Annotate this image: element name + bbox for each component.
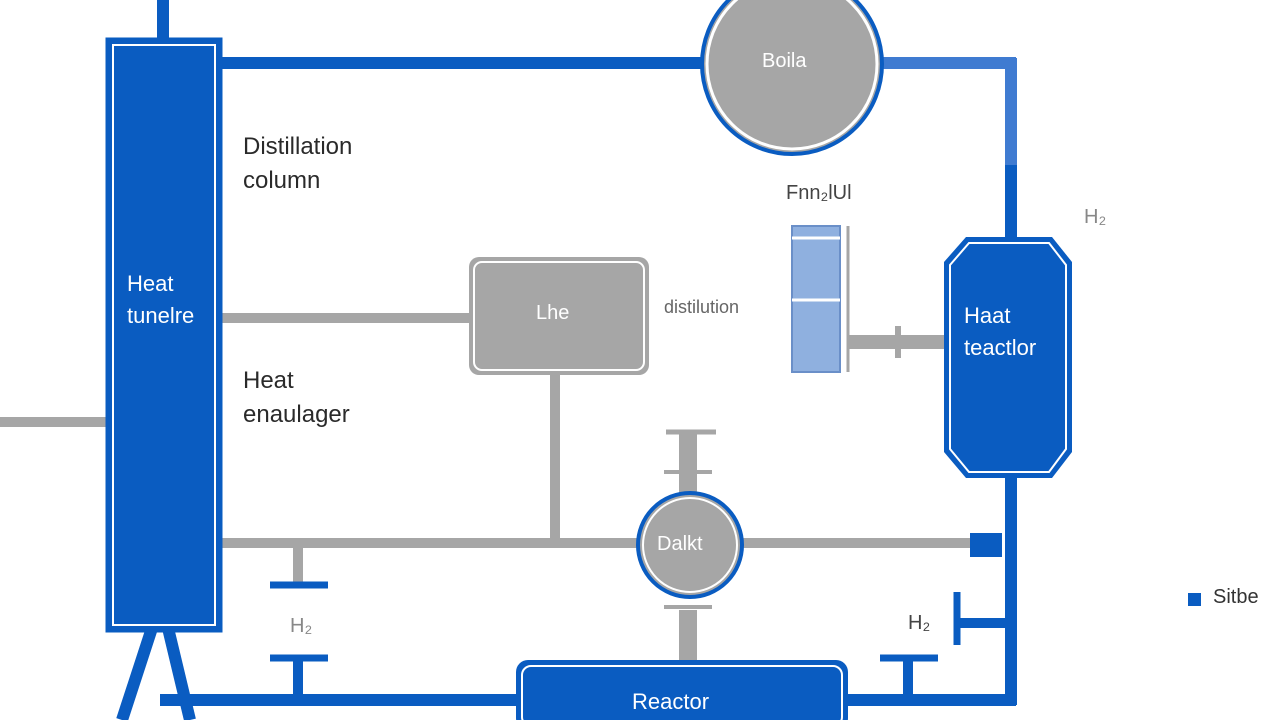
tank-top-label: Fnn₂lUl xyxy=(786,182,852,204)
distillation-column-label-line2: column xyxy=(243,167,321,194)
distillation-column-label: Distillation column xyxy=(243,130,352,198)
heat-exchanger-label: Heat enaulager xyxy=(243,364,350,432)
legend-swatch xyxy=(1188,593,1201,606)
right-reactor-label: Haat teactlor xyxy=(964,300,1036,364)
legend-label: Sitbe xyxy=(1213,586,1259,608)
bottom-reactor-inner-border xyxy=(521,665,843,720)
distillation-column xyxy=(105,37,223,633)
distillation-column-label-line1: Distillation xyxy=(243,133,353,160)
column-inner-label-line2: tunelre xyxy=(127,303,195,328)
pump-label: Dalkt xyxy=(657,533,703,555)
heat-exchanger-label-line2: enaulager xyxy=(243,401,350,428)
middle-grey-box-border xyxy=(473,261,645,371)
right-junction-block xyxy=(970,533,1002,557)
distillation-column-inner-border xyxy=(112,44,216,626)
middle-grey-box xyxy=(469,257,649,375)
middle-box-label: Lhe xyxy=(536,302,570,324)
right-reactor xyxy=(944,237,1072,478)
middle-side-label: distilution xyxy=(664,297,740,317)
column-inner-label: Heat tunelre xyxy=(127,268,194,332)
grey-pipes xyxy=(0,313,982,662)
top-vessel-inner-ring xyxy=(705,0,879,151)
top-vessel-label: Boila xyxy=(762,50,807,72)
h2-top-right-label: H₂ xyxy=(1084,206,1107,228)
right-reactor-inner-border xyxy=(949,242,1067,473)
column-inner-label-line1: Heat xyxy=(127,271,174,296)
pump xyxy=(636,491,744,599)
right-reactor-label-line2: teactlor xyxy=(964,335,1037,360)
top-vessel xyxy=(700,0,884,156)
h2-bottom-right-label: H₂ xyxy=(908,612,931,634)
pump-inner-ring xyxy=(642,497,738,593)
blue-pipes xyxy=(157,0,1017,706)
right-reactor-label-line1: Haat xyxy=(964,303,1011,328)
bottom-reactor xyxy=(516,660,848,720)
column-support-legs xyxy=(116,626,196,720)
bottom-reactor-label: Reactor xyxy=(632,689,710,714)
heat-exchanger-label-line1: Heat xyxy=(243,367,294,394)
h2-bottom-left-label: H₂ xyxy=(290,615,313,637)
